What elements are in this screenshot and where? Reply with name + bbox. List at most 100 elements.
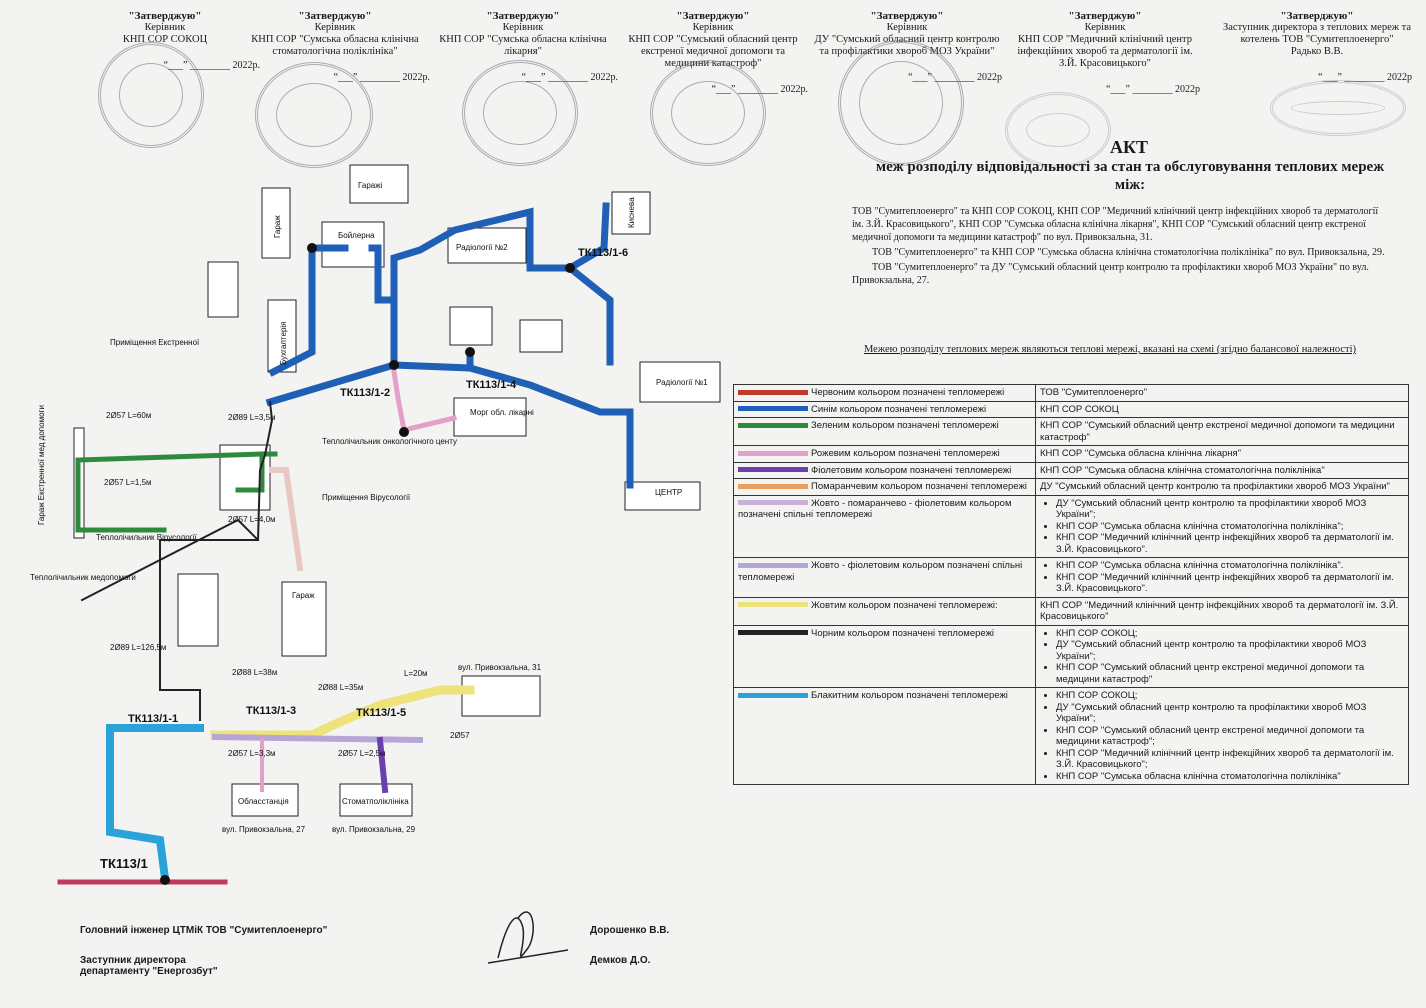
approval-year: 2022р bbox=[1175, 84, 1200, 95]
legend-label-cell: Блакитним кольором позначені тепломережі bbox=[733, 687, 1036, 785]
legend-label: Блакитним кольором позначені тепломережі bbox=[811, 690, 1008, 701]
owner-list: КНП СОР СОКОЦ;ДУ "Сумський обласний цент… bbox=[1040, 628, 1404, 686]
approval-date: “___” ________ 2022р. bbox=[163, 60, 261, 71]
approval-org: КНП СОР "Сумська обласна клінічна стомат… bbox=[251, 34, 419, 57]
act-paragraph: ТОВ "Сумитеплоенерго" та КНП СОР СОКОЦ, … bbox=[852, 206, 1379, 243]
legend-owner-cell: КНП СОР "Медичний клінічний центр інфекц… bbox=[1035, 596, 1409, 626]
pipe-blue bbox=[265, 202, 634, 489]
legend-owner-cell: КНП СОР СОКОЦ bbox=[1035, 400, 1409, 418]
legend-label: Червоним кольором позначені тепломережі bbox=[811, 387, 1005, 398]
legend-label: Синім кольором позначені тепломережі bbox=[811, 403, 987, 415]
legend-label-cell: Жовто - фіолетовим кольором позначені сп… bbox=[733, 557, 1036, 598]
legend-owner-cell: ДУ "Сумський обласний центр контролю та … bbox=[1035, 478, 1409, 496]
approval-role: Керівник bbox=[886, 22, 928, 33]
legend-owner-cell: КНП СОР "Сумська обласна клінічна стомат… bbox=[1035, 557, 1409, 598]
approval-org: КНП СОР "Сумська обласна клінічна лікарн… bbox=[439, 34, 607, 57]
approval-date: “___” ________ 2022р bbox=[1106, 84, 1200, 95]
stamp-3 bbox=[462, 60, 578, 166]
owner-list: ДУ "Сумський обласний центр контролю та … bbox=[1040, 498, 1404, 556]
building-label: Радіології №1 bbox=[656, 378, 708, 387]
approval-org: Радько В.В. bbox=[1290, 46, 1344, 57]
approval-heading: "Затверджую" bbox=[486, 10, 560, 22]
owner-item: КНП СОР "Сумський обласний центр екстрен… bbox=[1056, 662, 1404, 685]
color-swatch bbox=[738, 389, 808, 395]
approval-date: “___” ________ 2022р. bbox=[333, 72, 430, 83]
signature-role: Головний інженер ЦТМіК ТОВ "Сумитеплоене… bbox=[80, 925, 328, 936]
owner-list: КНП СОР СОКОЦ;ДУ "Сумський обласний цент… bbox=[1040, 690, 1404, 782]
pipe-yellow bbox=[210, 685, 475, 740]
pipe-violet bbox=[376, 736, 389, 794]
legend-row: Синім кольором позначені тепломережі КНП … bbox=[733, 400, 1409, 418]
legend-label: Жовтим кольором позначені тепломережі: bbox=[811, 599, 998, 611]
dim-label: 2Ø57 L=3,3м bbox=[228, 749, 276, 758]
approval-block: "Затверджую" Керівник КНП СОР "Сумська о… bbox=[240, 10, 430, 84]
legend-label: Рожевим кольором позначені тепломережі bbox=[811, 448, 1000, 459]
pipe-pink bbox=[269, 467, 304, 572]
building bbox=[207, 261, 239, 318]
approval-role: Керівник bbox=[502, 22, 544, 33]
building bbox=[639, 361, 721, 403]
legend-label-cell: Жовто - помаранчево - фіолетовим кольоро… bbox=[733, 494, 1036, 558]
approval-year: 2022р. bbox=[232, 60, 261, 71]
legend-row: Рожевим кольором позначені тепломережі КН… bbox=[733, 445, 1409, 463]
legend-label: Помаранчевим кольором позначені тепломер… bbox=[811, 481, 1027, 492]
dim-label: 2Ø57 bbox=[450, 731, 470, 740]
legend-label: Зеленим кольором позначені тепломережі bbox=[811, 420, 999, 431]
map-label: Теплолічильник Вірусології bbox=[96, 533, 197, 542]
pipe-pink bbox=[391, 369, 458, 434]
approval-year: 2022р bbox=[977, 72, 1002, 83]
legend-label-cell: Фіолетовим кольором позначені тепломереж… bbox=[733, 461, 1036, 479]
legend-owner-cell: КНП СОР "Сумський обласний центр екстрен… bbox=[1035, 417, 1409, 446]
dim-label: 2Ø89 L=126,5м bbox=[110, 643, 166, 652]
legend-table: Червоним кольором позначені тепломережі Т… bbox=[733, 384, 1409, 785]
building-label: Гараж bbox=[292, 591, 315, 600]
legend-label-cell: Помаранчевим кольором позначені тепломер… bbox=[733, 478, 1036, 496]
signature-role: Заступник директора департаменту "Енерго… bbox=[80, 955, 218, 977]
building bbox=[177, 573, 219, 647]
building bbox=[611, 191, 651, 235]
legend-row: Жовтим кольором позначені тепломережі: КН… bbox=[733, 596, 1409, 626]
owner-item: КНП СОР СОКОЦ; bbox=[1056, 628, 1404, 640]
map-label: Приміщення Вірусології bbox=[322, 493, 411, 502]
building bbox=[447, 227, 527, 264]
legend-row: Зеленим кольором позначені тепломережі КН… bbox=[733, 417, 1409, 446]
owner-item: КНП СОР "Медичний клінічний центр інфекц… bbox=[1040, 599, 1399, 623]
owner-item: КНП СОР "Сумська обласна клінічна лікарн… bbox=[1040, 448, 1242, 459]
map-label: вул. Привокзальна, 31 bbox=[458, 663, 542, 672]
approval-role: Керівник bbox=[1084, 22, 1126, 33]
act-paragraph: ТОВ "Сумитеплоенерго" та КНП СОР "Сумськ… bbox=[872, 247, 1385, 258]
building bbox=[261, 187, 291, 259]
handwritten-signature bbox=[487, 911, 569, 964]
owner-list: КНП СОР "Сумська обласна клінічна стомат… bbox=[1040, 560, 1404, 595]
legend-owner-cell: КНП СОР "Сумська обласна клінічна стомат… bbox=[1035, 461, 1409, 479]
approval-heading: "Затверджую" bbox=[1068, 10, 1142, 22]
legend-row: Чорним кольором позначені тепломережіКНП… bbox=[733, 624, 1409, 688]
boundary-note: Межею розподілу теплових мереж являються… bbox=[863, 344, 1357, 355]
approval-heading: "Затверджую" bbox=[676, 10, 750, 22]
node-label: ТК113/1-4 bbox=[466, 379, 517, 391]
node-label: ТК113/1-3 bbox=[246, 705, 296, 717]
building-label: Стоматполіклініка bbox=[342, 797, 409, 806]
node-label: ТК113/1-1 bbox=[128, 713, 178, 725]
owner-item: КНП СОР "Медичний клінічний центр інфекц… bbox=[1056, 532, 1404, 555]
approval-heading: "Затверджую" bbox=[128, 10, 202, 22]
dim-label: L=20м bbox=[404, 669, 428, 678]
building-label: Морг обл. лікарні bbox=[470, 408, 534, 417]
legend-row: Помаранчевим кольором позначені тепломер… bbox=[733, 478, 1409, 496]
node-marker bbox=[399, 427, 409, 437]
map-label: Гараж Екстренної мед допомоги bbox=[37, 405, 46, 525]
approval-org: КНП СОР "Медичний клінічний центр інфекц… bbox=[1017, 34, 1193, 69]
approval-year: 2022р. bbox=[590, 72, 619, 83]
act-body: ТОВ "Сумитеплоенерго" та КНП СОР СОКОЦ, … bbox=[852, 205, 1392, 289]
node-marker bbox=[565, 263, 575, 273]
owner-item: ДУ "Сумський обласний центр контролю та … bbox=[1040, 481, 1390, 492]
owner-item: КНП СОР "Сумська обласна клінічна стомат… bbox=[1056, 521, 1404, 533]
building bbox=[349, 164, 409, 204]
owner-item: КНП СОР СОКОЦ; bbox=[1056, 690, 1404, 702]
legend-owner-cell: ТОВ "Сумитеплоенерго" bbox=[1035, 384, 1409, 402]
legend-owner-cell: КНП СОР СОКОЦ;ДУ "Сумський обласний цент… bbox=[1035, 687, 1409, 785]
pipe-green bbox=[75, 451, 278, 533]
pipe-lavender bbox=[211, 733, 424, 744]
approval-role: Керівник bbox=[314, 22, 356, 33]
building bbox=[281, 581, 327, 657]
